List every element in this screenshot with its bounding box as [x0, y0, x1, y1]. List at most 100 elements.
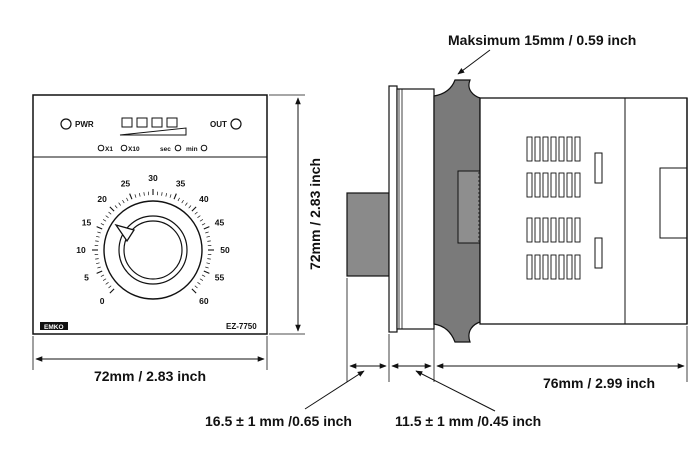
dial-tick — [102, 219, 107, 222]
dial-tick — [129, 193, 133, 200]
range-x10-led — [120, 144, 128, 152]
dial-tick — [100, 223, 105, 226]
front-height-label: 72mm / 2.83 inch — [307, 158, 323, 270]
dial-tick — [191, 288, 197, 294]
dial-tick — [203, 226, 210, 230]
dial-scale-label: 25 — [121, 178, 131, 188]
dial-scale-label: 15 — [82, 217, 92, 227]
side-knob — [346, 192, 390, 277]
dial-tick — [205, 231, 209, 234]
unit-min-led — [200, 144, 208, 152]
vent-slot — [534, 254, 541, 280]
model-label: EZ-7750 — [226, 322, 257, 331]
dial-tick — [194, 211, 198, 215]
dial-tick — [197, 215, 201, 218]
dial-tick — [96, 226, 103, 230]
dial-tick — [105, 215, 109, 218]
knob-pointer — [114, 223, 136, 243]
vent-slot — [534, 217, 541, 243]
dial-tick — [109, 288, 115, 294]
dial-tick — [206, 236, 210, 238]
dial-tick — [199, 278, 204, 281]
dial-tick — [207, 258, 211, 260]
dial-tick — [96, 262, 100, 264]
vent-slot — [566, 136, 573, 162]
dial-tick — [188, 205, 192, 209]
dial-scale-label: 20 — [97, 194, 107, 204]
front-depth-label: 11.5 ± 1 mm /0.45 inch — [395, 413, 541, 429]
dial-tick — [102, 278, 107, 281]
vent-slot-2 — [594, 237, 603, 269]
dial-scale-label: 60 — [199, 296, 209, 306]
dial-tick — [206, 262, 210, 264]
vent-slot — [566, 217, 573, 243]
unit-sec-label: sec — [160, 146, 171, 153]
vent-slot-1 — [594, 152, 603, 184]
dial-tick — [201, 274, 206, 277]
vent-slot — [574, 254, 581, 280]
dial-tick — [165, 193, 167, 197]
front-view: PWR OUT X1 X10 sec min 05101520253035404… — [32, 94, 268, 335]
dial-tick — [114, 205, 118, 209]
max-panel-label: Maksimum 15mm / 0.59 inch — [448, 32, 636, 48]
brand-logo — [40, 322, 68, 330]
dial-scale-label: 10 — [76, 245, 86, 255]
dial-tick — [139, 193, 141, 197]
dial-scale-label: 40 — [199, 194, 209, 204]
range-x1-label: X1 — [105, 146, 113, 153]
dial-tick — [197, 282, 201, 285]
dial-tick — [194, 285, 198, 289]
dial-ticks — [92, 189, 214, 294]
brand-logo-text: EMKO — [44, 324, 64, 331]
vent-slot — [566, 172, 573, 198]
dial-scale-label: 0 — [100, 296, 105, 306]
vent-slot — [526, 254, 533, 280]
dial-tick — [105, 282, 109, 285]
dial-tick — [177, 197, 180, 202]
dial-tick — [95, 258, 99, 260]
out-led — [230, 118, 242, 130]
dial-tick — [205, 266, 209, 269]
dial-tick — [122, 199, 125, 204]
vent-slot — [566, 254, 573, 280]
vent-slot — [526, 217, 533, 243]
dial-scale-label: 45 — [215, 217, 225, 227]
vent-slot — [526, 136, 533, 162]
dial-tick — [143, 192, 145, 196]
dial-tick — [96, 236, 100, 238]
dial-tick — [126, 197, 129, 202]
vent-slot — [550, 254, 557, 280]
vent-slot — [550, 172, 557, 198]
dial-tick — [173, 193, 177, 200]
front-height-dimension: 72mm / 2.83 inch — [269, 94, 323, 335]
dial-tick — [191, 206, 197, 212]
dial-tick — [207, 240, 211, 242]
range-x10-label: X10 — [128, 146, 140, 153]
side-bezel — [396, 88, 435, 330]
max-panel-annotation: Maksimum 15mm / 0.59 inch — [448, 32, 636, 75]
dial-tick — [199, 219, 204, 222]
side-depth-dimensions: 76mm / 2.99 inch 16.5 ± 1 mm /0.65 inch … — [205, 278, 688, 429]
side-view — [346, 79, 688, 343]
body-vents — [526, 136, 581, 280]
vent-slot — [574, 136, 581, 162]
dial-scale-label: 35 — [176, 178, 186, 188]
dial-scale-label: 50 — [220, 245, 230, 255]
device-body — [479, 97, 688, 325]
dial-tick — [108, 285, 112, 289]
dial-tick — [95, 240, 99, 242]
progress-wedge — [119, 127, 187, 136]
vent-slot — [534, 172, 541, 198]
vent-slot — [526, 172, 533, 198]
vent-slot — [558, 136, 565, 162]
dial-tick — [161, 192, 163, 196]
dial-tick — [97, 266, 101, 269]
dial-tick — [201, 223, 206, 226]
knob-depth-label: 16.5 ± 1 mm /0.65 inch — [205, 413, 352, 429]
dial-tick — [100, 274, 105, 277]
dial-scale-label: 55 — [215, 273, 225, 283]
dial-tick — [109, 206, 115, 212]
